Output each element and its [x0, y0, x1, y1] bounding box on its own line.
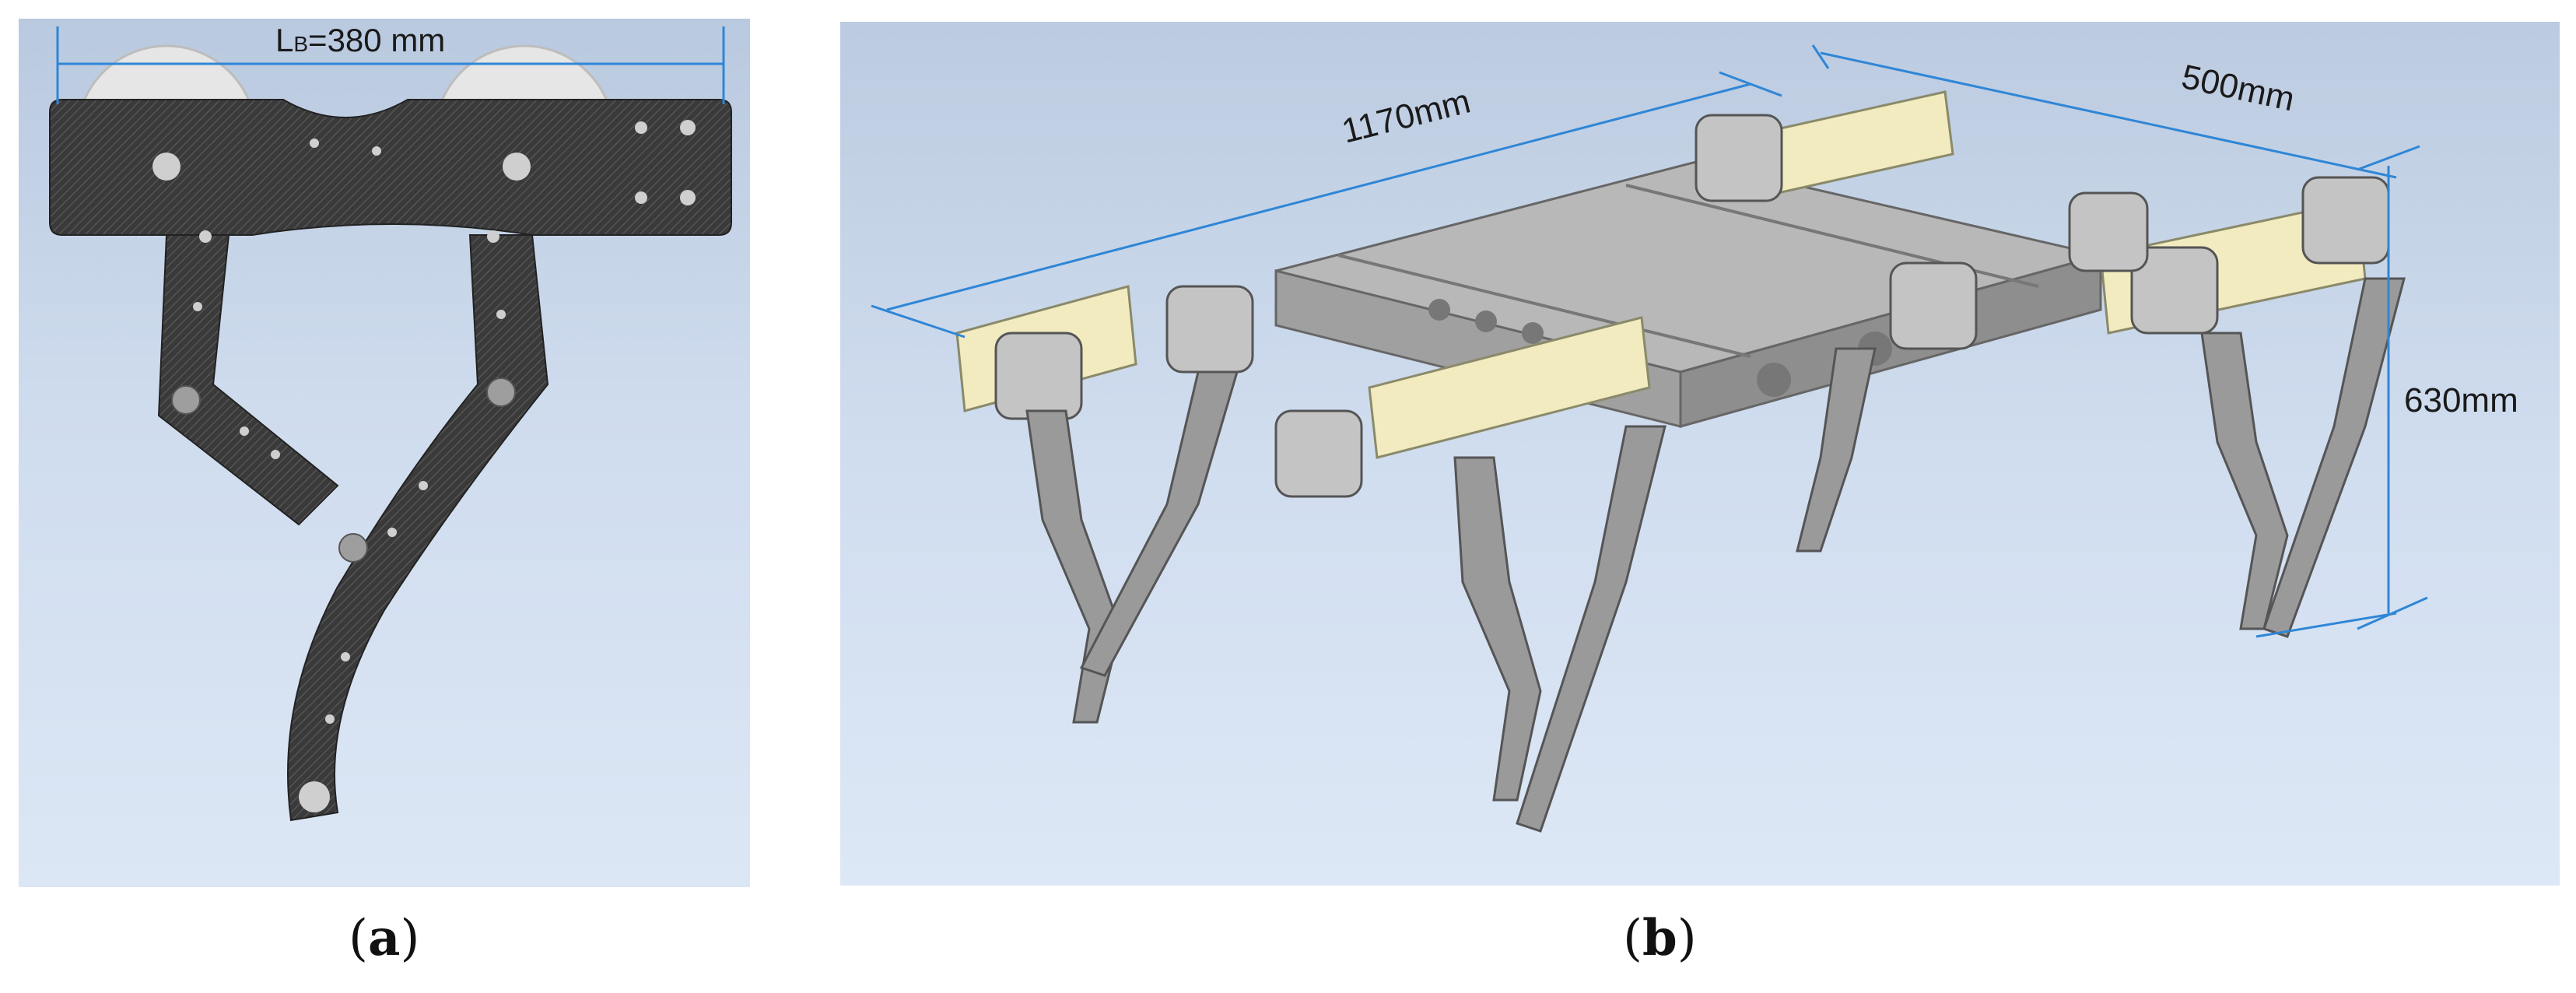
top-carbon-plate	[49, 99, 732, 236]
caption-a: (a)	[349, 909, 420, 967]
motor-stacks	[994, 114, 2390, 498]
leg-front-view-drawing	[49, 26, 732, 822]
panel-b-robot-isometric-view: 1170mm 500mm 630mm	[840, 22, 2560, 886]
panel-a-leg-front-view: LB=380 mm	[19, 19, 750, 887]
joint-bolts	[171, 377, 516, 563]
plate-holes	[152, 120, 696, 812]
width-dimension-line	[56, 26, 725, 104]
legs	[1025, 277, 2406, 833]
dimension-lines	[871, 44, 2428, 638]
width-dimension-label: LB=380 mm	[275, 22, 446, 58]
left-upper-link	[157, 234, 339, 526]
height-dimension-label: 630mm	[2404, 381, 2518, 419]
robot-isometric-drawing	[871, 44, 2428, 833]
caption-b: (b)	[1623, 909, 1697, 967]
right-link-to-foot	[287, 234, 549, 822]
